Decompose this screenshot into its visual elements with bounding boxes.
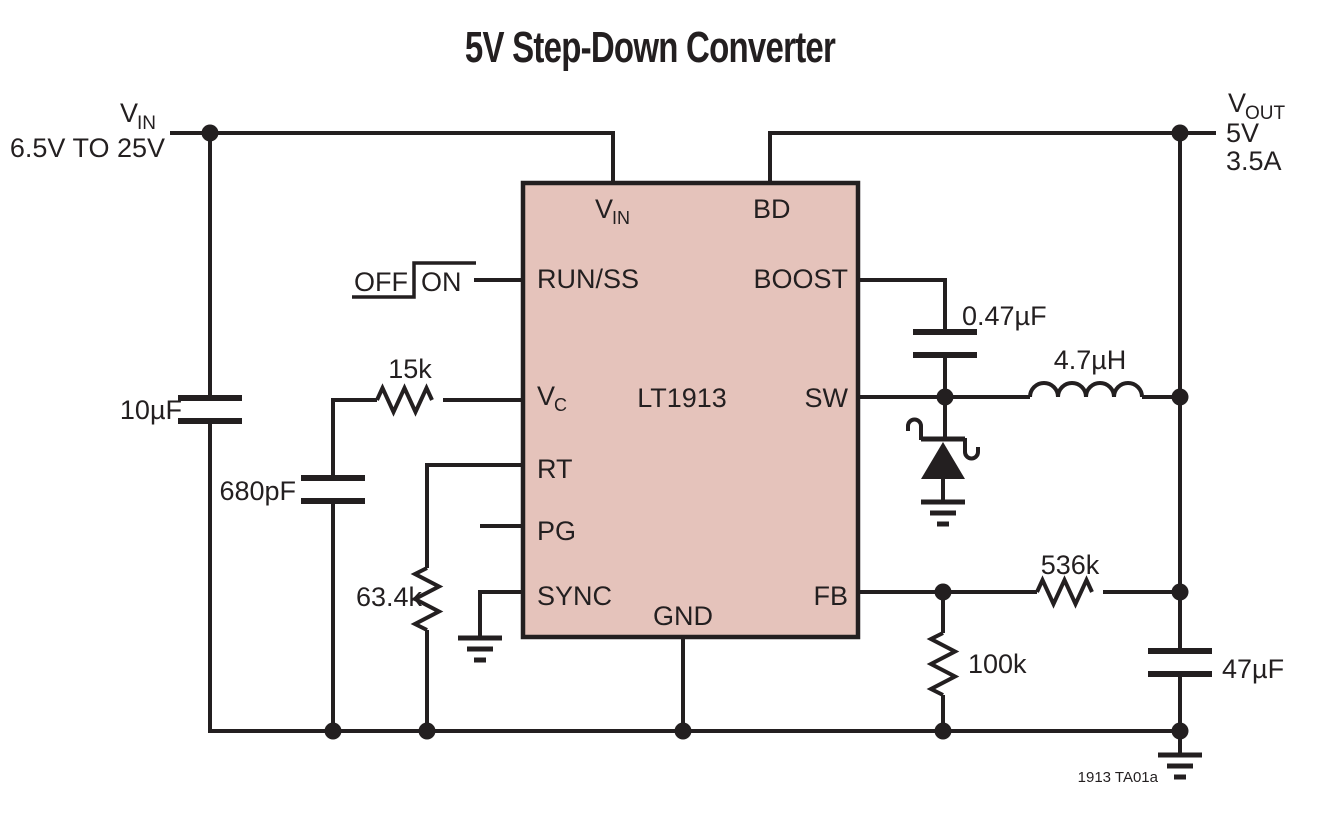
pin-gnd-label: GND: [653, 601, 713, 631]
vin-top-wire: [170, 131, 615, 186]
vc-res-label: 15k: [388, 354, 432, 384]
vout-node-label-sub: OUT: [1245, 103, 1286, 124]
fb-resistor-536k: [1035, 575, 1094, 609]
input-rail-lower-and-bottom-rail: [208, 424, 1180, 733]
junction-dot: [418, 722, 436, 740]
wires: [170, 131, 1216, 780]
sync-wire: [478, 590, 523, 638]
pin-vin-label-sub: IN: [612, 208, 630, 228]
diode-cathode-hook-left: [906, 417, 923, 440]
input-cap-plates: [178, 395, 242, 424]
switch-off-label: OFF: [354, 267, 408, 297]
vc-resistor-15k: [375, 383, 434, 417]
inductor-coil: [1028, 381, 1144, 398]
input-cap-label: 10µF: [120, 395, 182, 425]
vout-current-label: 3.5A: [1226, 146, 1282, 176]
vc-cap-top-wire: [331, 398, 377, 475]
vout-node-label: V: [1228, 88, 1246, 118]
out-cap-label: 47µF: [1222, 654, 1284, 684]
ic-part-number: LT1913: [637, 383, 727, 413]
junction-dot: [201, 124, 219, 142]
off-on-step-symbol: [352, 261, 476, 299]
rt-wire: [425, 463, 523, 568]
junction-dot: [1171, 722, 1189, 740]
vin-node-label-sub: IN: [137, 113, 156, 134]
bd-wire: [768, 131, 1180, 186]
ic-body: [520, 180, 861, 640]
vout-voltage-label: 5V: [1226, 118, 1259, 148]
junction-dot: [1171, 388, 1189, 406]
fb-bot-res-label: 100k: [968, 649, 1027, 679]
rt-resistor-63k: [410, 566, 444, 632]
inductor-label: 4.7µH: [1054, 345, 1127, 375]
sync-ground-icon: [458, 635, 502, 663]
junction-dot: [934, 583, 952, 601]
pin-sw-label: SW: [805, 383, 849, 413]
catch-diode-icon: [906, 417, 980, 479]
boost-cap-plates: [913, 329, 977, 358]
figure-footnote: 1913 TA01a: [1078, 769, 1159, 786]
boost-wire: [858, 278, 947, 329]
junction-dot: [674, 722, 692, 740]
pin-boost-label: BOOST: [753, 264, 848, 294]
pin-vc-label-sub: C: [554, 395, 567, 415]
diode-anode-triangle: [921, 442, 965, 479]
pin-fb-label: FB: [813, 581, 848, 611]
pin-rt-label: RT: [537, 454, 573, 484]
boost-cap-label: 0.47µF: [962, 301, 1047, 331]
diode-cathode-hook-right: [963, 438, 980, 461]
junction-dots: [201, 124, 1189, 740]
rt-res-label: 63.4k: [356, 582, 423, 612]
junction-dot: [1171, 124, 1189, 142]
junction-dot: [936, 388, 954, 406]
vin-node-label: V: [120, 98, 138, 128]
output-labels: V OUT 5V 3.5A: [1226, 88, 1286, 176]
ic-pin-labels: V IN BD RUN/SS BOOST V C LT1913 SW RT PG…: [537, 194, 849, 631]
pin-pg-label: PG: [537, 516, 576, 546]
vin-range-label: 6.5V TO 25V: [10, 133, 165, 163]
pin-vc-label: V: [537, 381, 555, 411]
input-labels: V IN 6.5V TO 25V: [10, 98, 165, 163]
vc-cap-plates: [301, 475, 365, 504]
diode-ground-icon: [921, 499, 965, 527]
schematic-title: 5V Step-Down Converter: [465, 24, 836, 73]
pin-sync-label: SYNC: [537, 581, 612, 611]
junction-dot: [934, 722, 952, 740]
pin-bd-label: BD: [753, 194, 791, 224]
pin-run-ss-label: RUN/SS: [537, 264, 639, 294]
component-labels: 10µF 680pF 15k 63.4k 0.47µF 4.7µH 536k 1…: [120, 301, 1284, 684]
fb-top-res-label: 536k: [1041, 550, 1100, 580]
fb-resistor-100k: [926, 631, 960, 697]
vc-cap-label: 680pF: [219, 476, 296, 506]
out-cap-plates: [1148, 648, 1212, 677]
switch-on-label: ON: [421, 267, 462, 297]
pin-vin-label: V: [595, 194, 613, 224]
junction-dot: [1171, 583, 1189, 601]
output-ground-icon: [1158, 752, 1202, 780]
junction-dot: [324, 722, 342, 740]
